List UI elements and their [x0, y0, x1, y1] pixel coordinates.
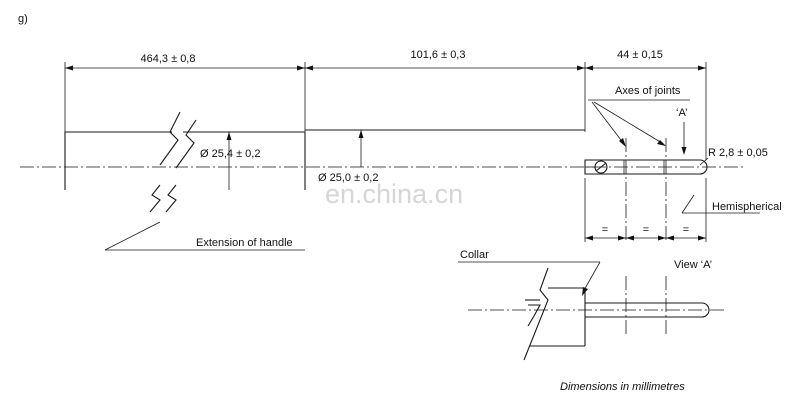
label-extension-of-handle: Extension of handle	[196, 237, 293, 249]
label-collar: Collar	[460, 249, 489, 261]
break-symbol-upper	[159, 111, 181, 166]
label-view-a-marker: ‘A’	[676, 107, 687, 119]
top-dimensions: 464,3 ± 0,8 101,6 ± 0,3 44 ± 0,15	[64, 49, 707, 160]
joint-circle	[594, 160, 608, 174]
probe-tip: Axes of joints ‘A’ R 2,8 ± 0,05 Hemisphe…	[584, 85, 782, 242]
dim-tip-radius: R 2,8 ± 0,05	[708, 147, 768, 159]
figure-label: g)	[18, 13, 28, 25]
dim-equal-2: =	[643, 224, 649, 236]
label-view-a: View ‘A’	[674, 259, 712, 271]
dim-shaft-diameter: Ø 25,0 ± 0,2	[318, 172, 378, 184]
watermark: en.china.cn	[325, 179, 463, 209]
dim-end-length: 44 ± 0,15	[617, 49, 663, 61]
probe-rod	[584, 159, 708, 175]
dim-equal-3: =	[683, 224, 689, 236]
main-body: Ø 25,4 ± 0,2 Ø 25,0 ± 0,2 Extension of h…	[20, 111, 745, 251]
footer-units-note: Dimensions in millimetres	[560, 381, 685, 393]
dim-handle-extension: 464,3 ± 0,8	[141, 53, 196, 65]
dim-equal-1: =	[602, 224, 608, 236]
label-axes-of-joints: Axes of joints	[615, 85, 681, 97]
dim-handle-diameter: Ø 25,4 ± 0,2	[200, 148, 260, 160]
dim-middle-length: 101,6 ± 0,3	[411, 49, 466, 61]
view-a-detail: Collar View ‘A’	[458, 249, 725, 361]
view-a-rod	[585, 302, 710, 318]
label-hemispherical: Hemispherical	[712, 201, 782, 213]
